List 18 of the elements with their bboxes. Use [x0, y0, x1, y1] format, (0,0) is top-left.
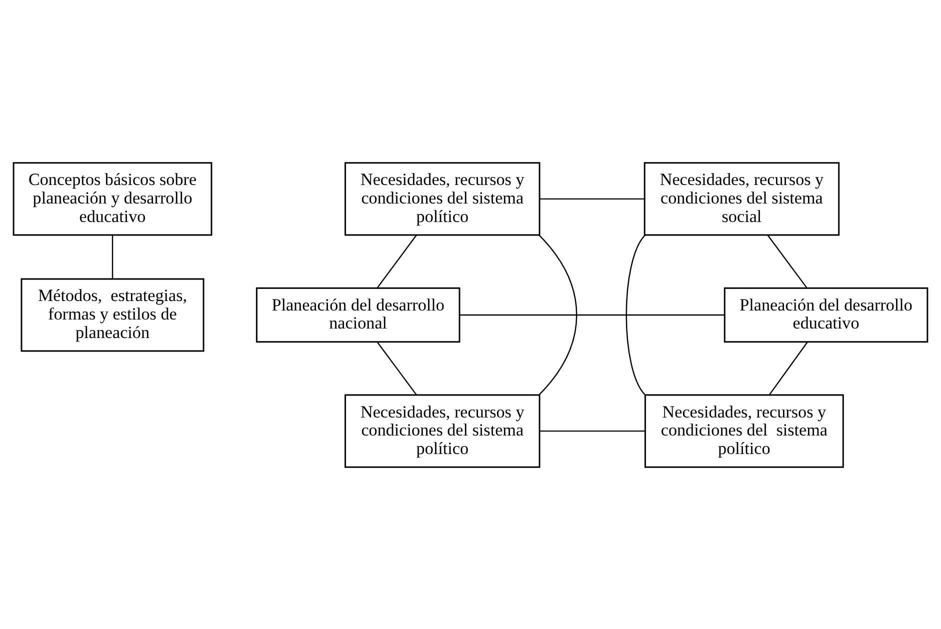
- connector: [540, 198, 644, 200]
- node-box: Planeación del desarrollo nacional: [256, 286, 460, 342]
- connector: [767, 234, 808, 288]
- node-box: Necesidades, recursos y condiciones del sistema político: [344, 394, 540, 468]
- node-box: Necesidades, recursos y condiciones del sistema social: [644, 162, 840, 236]
- node-box: Planeación del desarrollo educativo: [724, 286, 928, 342]
- node-box: Necesidades, recursos y condiciones del sistema político: [344, 162, 540, 236]
- connector: [112, 234, 114, 278]
- node-box: Métodos, estrategias, formas y estilos de planeación: [20, 278, 204, 352]
- connector: [538, 234, 578, 395]
- connector: [376, 234, 417, 288]
- node-box: Conceptos básicos sobre planeación y desarrollo educativo: [12, 162, 212, 236]
- connector: [376, 341, 417, 395]
- connector: [626, 234, 646, 395]
- connector: [540, 430, 646, 432]
- connector: [460, 314, 724, 316]
- node-box: Necesidades, recursos y condiciones del sistema político: [644, 394, 844, 468]
- connector: [769, 341, 808, 395]
